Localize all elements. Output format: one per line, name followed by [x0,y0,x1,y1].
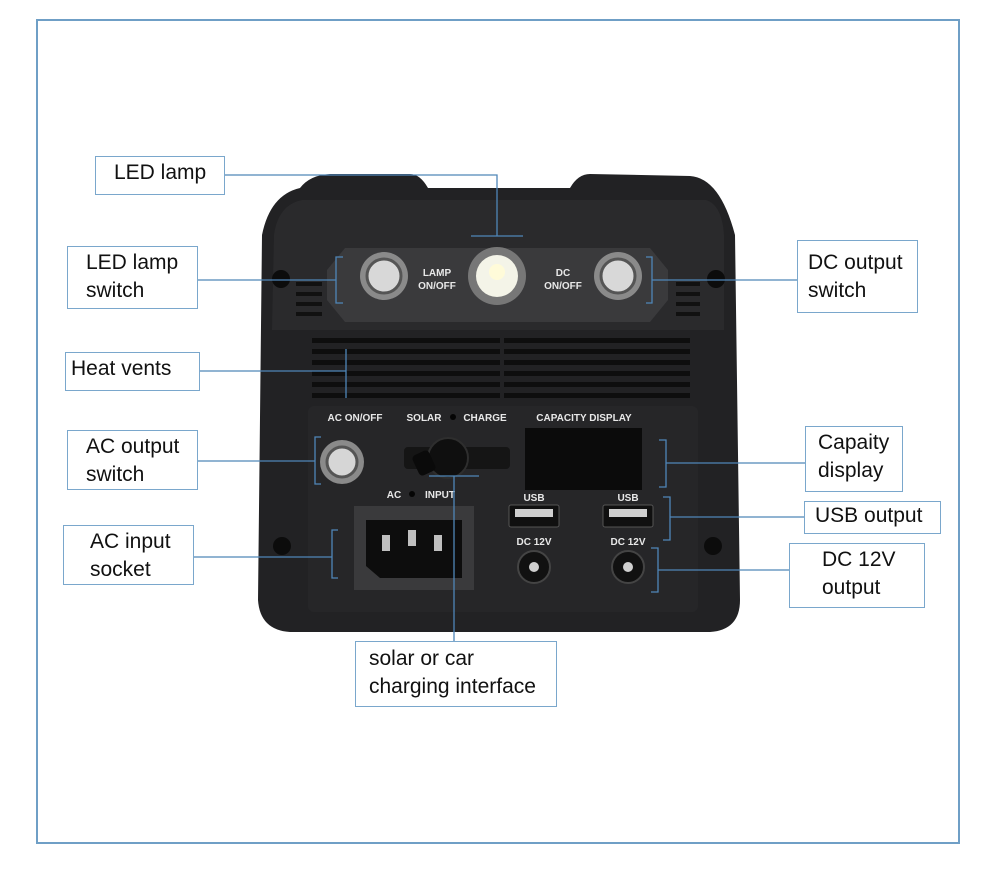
lamp-switch-button [365,257,403,295]
callout-text: Capaity [818,431,890,454]
usb-label-left: USB [523,493,544,504]
callout-dc12v-output: DC 12V output [789,543,925,608]
callout-text: output [822,576,881,599]
dc12v-label-left: DC 12V [516,537,551,548]
usb-label-right: USB [617,493,638,504]
leader-lines [194,174,805,641]
lamp-label-line1: LAMP [423,268,452,279]
callout-text: AC input [90,530,171,553]
callout-ac-input-socket: AC input socket [63,525,194,585]
led-lamp-core [489,264,505,280]
callout-text: DC 12V [822,548,896,571]
charging-port [427,437,469,479]
callout-led-lamp: LED lamp [95,156,225,195]
capacity-display-label: CAPACITY DISPLAY [536,413,632,424]
callout-text: USB output [815,504,923,527]
callout-solar-charging: solar or car charging interface [355,641,557,707]
dc-label-line1: DC [556,268,570,279]
callout-text: socket [90,558,151,581]
screw-hole [707,270,725,288]
callout-text: display [818,459,884,482]
callout-usb-output: USB output [804,501,941,534]
callout-ac-output-switch: AC output switch [67,430,198,490]
callout-dc-output-switch: DC output switch [797,240,918,313]
callout-text: switch [86,463,145,486]
screw-hole [273,537,291,555]
callout-text: DC output [808,251,903,274]
solar-label: SOLAR [407,413,443,424]
side-vents [296,282,700,316]
callout-text: solar or car [369,647,475,670]
callout-text: switch [86,279,145,302]
capacity-display-screen [525,428,642,490]
callout-heat-vents: Heat vents [65,352,200,391]
callout-capacity-display: Capaity display [805,426,903,492]
lamp-label-line2: ON/OFF [418,281,456,292]
callout-led-lamp-switch: LED lamp switch [67,246,198,309]
dc12v-label-right: DC 12V [610,537,645,548]
input-label: INPUT [425,490,455,501]
diagram-frame [36,19,960,844]
ac-input-socket [366,520,462,578]
screw-hole [704,537,722,555]
dc-label-line2: ON/OFF [544,281,582,292]
callout-text: charging interface [369,675,536,698]
callout-text: LED lamp [114,161,207,184]
callout-text: switch [808,279,867,302]
ac-label: AC [387,490,401,501]
ac-on-off-label: AC ON/OFF [328,413,383,424]
dc-switch-button [599,257,637,295]
screw-hole [272,270,290,288]
charge-label: CHARGE [463,413,507,424]
callout-text: AC output [86,435,180,458]
callout-text: Heat vents [71,357,172,380]
callout-text: LED lamp [86,251,179,274]
ac-switch-button [325,445,359,479]
